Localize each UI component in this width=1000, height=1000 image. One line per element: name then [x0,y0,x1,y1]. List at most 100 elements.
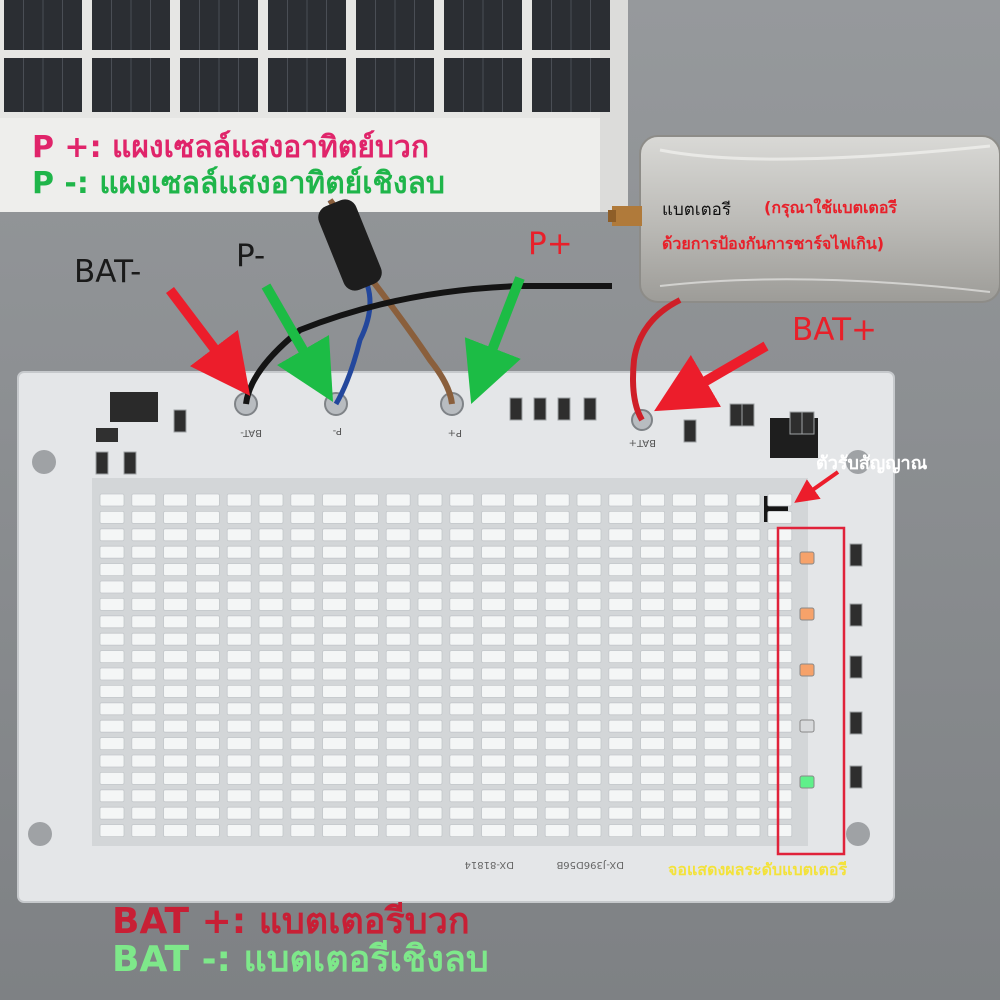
led-chip [608,580,634,594]
smd-component [173,409,187,433]
led-chip [767,824,793,837]
led-chip [767,806,793,820]
led-chip [163,650,189,663]
led-chip [640,510,665,524]
led-chip [290,580,316,594]
led-chip [481,615,507,629]
arrow-p-plus [464,276,525,404]
led-chip [353,598,379,611]
led-chip [99,754,125,768]
led-chip [767,510,793,524]
led-chip [576,737,602,750]
led-chip [131,493,157,507]
led-chip [767,545,793,559]
led-chip [131,528,157,542]
led-chip [735,772,761,785]
led-chip [385,650,411,663]
led-chip [131,510,157,524]
led-chip [417,615,443,629]
led-chip [735,754,761,768]
led-chip [417,772,443,785]
led-chip [290,545,316,559]
led-chip [131,719,157,733]
led-chip [640,580,665,594]
led-chip [449,685,475,698]
indicator-led [799,775,815,789]
led-chip [163,615,189,629]
led-chip [131,789,157,803]
led-chip [258,719,284,733]
led-chip [131,545,157,559]
led-chip [385,789,411,803]
pointer-label-bat-minus: BAT- [74,254,142,290]
led-chip [290,528,316,542]
led-chip [163,737,189,750]
arrow-bat-plus [654,341,769,412]
legend-p-plus: P +: แผงเซลล์แสงอาทิตย์บวก [32,130,430,165]
led-chip [226,685,252,698]
led-chip [544,632,570,646]
legend-bat-minus: BAT -: แบตเตอรีเชิงลบ [112,939,489,980]
led-chip [608,737,634,750]
smd-component [533,397,547,421]
led-chip [99,493,125,507]
led-chip [194,685,220,698]
led-chip [353,545,379,559]
led-chip [481,772,507,785]
led-chip [258,702,284,716]
led-chip [322,615,348,629]
led-chip [163,528,189,542]
led-chip [353,754,379,768]
led-chip [672,824,697,837]
led-chip [703,528,729,542]
led-chip [672,806,697,820]
led-chip [703,754,729,768]
led-chip [353,806,379,820]
led-chip [417,563,443,576]
led-chip [322,806,348,820]
smd-components [95,397,863,789]
pointer-label-p-minus: P- [236,238,266,274]
led-chip [672,580,697,594]
led-chip [576,615,602,629]
led-chip [226,789,252,803]
led-chip [703,632,729,646]
led-chip [99,772,125,785]
led-chip [194,737,220,750]
led-chip [672,685,697,698]
led-chip [194,772,220,785]
led-chip [163,685,189,698]
led-chip [640,719,665,733]
led-chip [322,650,348,663]
led-chip [576,789,602,803]
led-chip [322,528,348,542]
led-chip [417,685,443,698]
receiver-label: ตัวรับสัญญาณ [816,453,928,474]
led-chip [513,528,538,542]
led-chip [99,632,125,646]
led-chip [576,719,602,733]
led-chip [353,772,379,785]
led-chip [258,650,284,663]
led-chip [735,510,761,524]
led-chip [576,772,602,785]
led-chip [576,824,602,837]
led-chip [672,545,697,559]
led-chip [449,650,475,663]
led-chip [767,702,793,716]
led-chip [163,806,189,820]
led-chip [417,632,443,646]
led-chip [290,719,316,733]
led-chip [513,615,538,629]
legend-bat-plus: BAT +: แบตเตอรีบวก [112,901,470,942]
led-chip [163,719,189,733]
led-chip [544,510,570,524]
led-chip [290,667,316,681]
led-chip [608,702,634,716]
led-chip [481,806,507,820]
led-chip [576,563,602,576]
led-chip [703,806,729,820]
led-chip [194,719,220,733]
led-chip [226,667,252,681]
legend-p-minus: P -: แผงเซลล์แสงอาทิตย์เชิงลบ [32,166,445,201]
